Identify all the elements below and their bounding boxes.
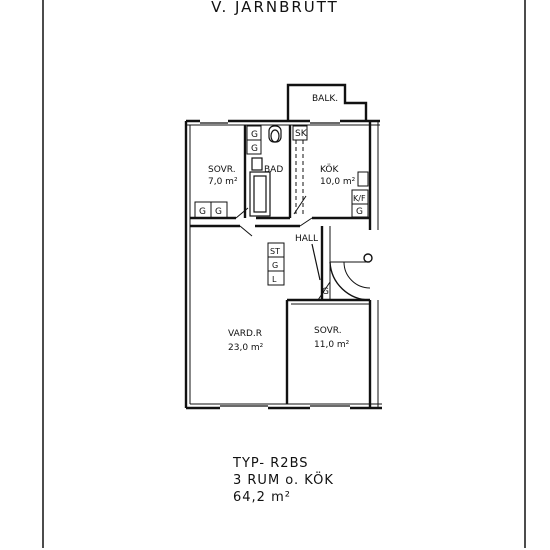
- living-room-area: 23,0 m²: [228, 343, 264, 353]
- walls: [184, 83, 382, 410]
- broom-closet-label: SK: [295, 129, 308, 139]
- bathtub: [249, 171, 271, 217]
- apartment-type: TYP- R2BS: [233, 456, 309, 471]
- bedroom2-name: SOVR.: [314, 326, 342, 336]
- door-swings: [235, 207, 313, 237]
- wardrobe-label: G: [356, 207, 363, 217]
- kitchen-area: 10,0 m²: [320, 177, 356, 187]
- bedroom1-name: SOVR.: [208, 165, 236, 175]
- wardrobe-label: G: [215, 207, 222, 217]
- bedroom1-area: 7,0 m²: [208, 177, 238, 187]
- storage-label: ST: [270, 247, 280, 256]
- wardrobe-label: G: [272, 261, 278, 270]
- wardrobe-label: G: [322, 287, 329, 297]
- bath-label: BAD: [264, 165, 283, 175]
- sink: [251, 157, 263, 171]
- broom-closet: [292, 125, 308, 141]
- apartment-info: TYP- R2BS 3 RUM o. KÖK 64,2 m²: [233, 455, 334, 506]
- toilet-bowl: [270, 129, 280, 143]
- wardrobe-label: G: [251, 130, 258, 140]
- stair-mark: [293, 195, 307, 215]
- balcony-label: BALK.: [312, 94, 338, 104]
- entrance-door: [311, 243, 373, 301]
- living-room-name: VARD.R: [228, 329, 262, 339]
- wardrobe-label: G: [251, 144, 258, 154]
- wardrobes-bedroom1: [194, 125, 262, 219]
- hall-storage: [267, 242, 285, 286]
- drawing-title: V. JÄRNBRUTT: [211, 0, 339, 16]
- windows: [200, 119, 350, 410]
- bath-fixtures: [249, 125, 282, 217]
- fridge-label: K/F: [353, 194, 366, 203]
- bathtub-inner: [253, 175, 267, 213]
- kitchen-name: KÖK: [320, 164, 339, 175]
- kitchen-fixtures: [292, 125, 369, 218]
- apartment-rooms: 3 RUM o. KÖK: [233, 473, 334, 488]
- bedroom2-area: 11,0 m²: [314, 340, 350, 350]
- apartment-area: 64,2 m²: [233, 490, 291, 505]
- wardrobe-label: G: [199, 207, 206, 217]
- linen-label: L: [272, 275, 277, 284]
- hall-label: HALL: [295, 234, 318, 244]
